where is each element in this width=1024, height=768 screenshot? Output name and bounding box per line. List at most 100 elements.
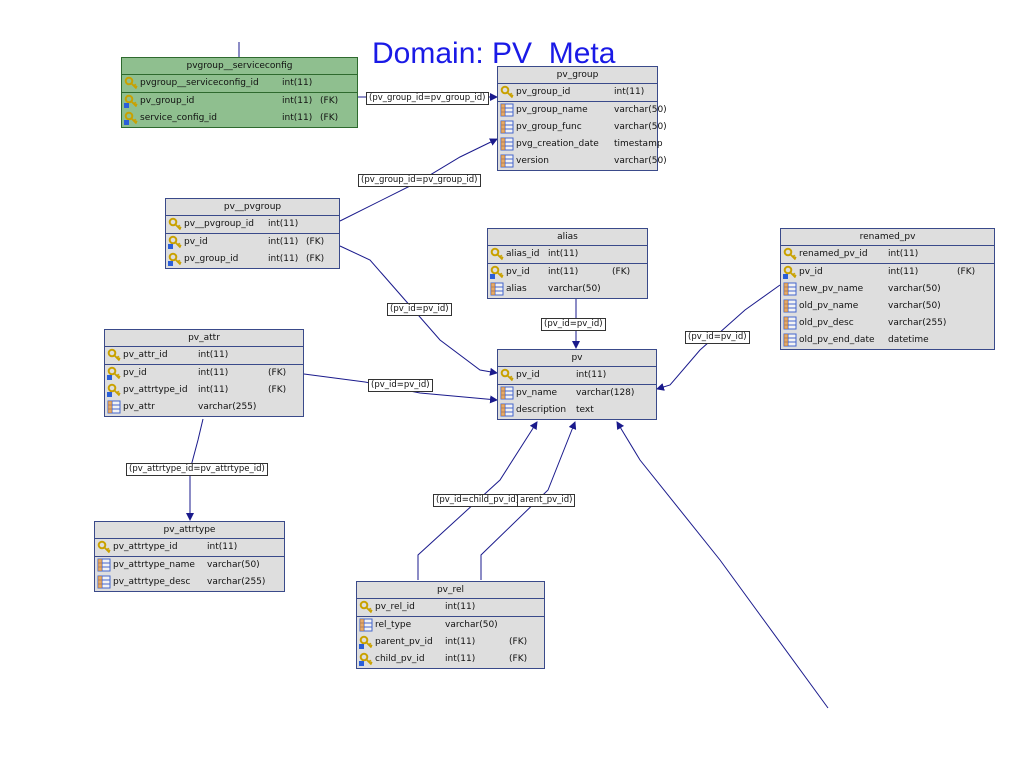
- columns-section: pv_group_id int(11) (FK) service_config_…: [122, 93, 357, 127]
- table-pv[interactable]: pv pv_id int(11) pv_name varchar(128) de…: [497, 349, 657, 420]
- table-pv-pvgroup[interactable]: pv__pvgroup pv__pvgroup_id int(11) pv_id…: [165, 198, 340, 269]
- column-name: old_pv_end_date: [799, 335, 875, 345]
- table-row[interactable]: pv_group_id int(11): [498, 84, 657, 101]
- table-row[interactable]: pv_rel_id int(11): [357, 599, 544, 616]
- column-type: int(11): [282, 78, 313, 88]
- column-flag: (FK): [509, 654, 528, 664]
- table-row[interactable]: parent_pv_id int(11) (FK): [357, 634, 544, 651]
- column-flag: (FK): [268, 368, 287, 378]
- table-row[interactable]: renamed_pv_id int(11): [781, 246, 994, 263]
- column-name: pv_group_id: [140, 96, 195, 106]
- foreign-key-icon: [359, 652, 373, 666]
- table-row[interactable]: alias_id int(11): [488, 246, 647, 263]
- columns-section: pv_name varchar(128) description text: [498, 385, 656, 419]
- column-name: pv_attrtype_id: [113, 542, 178, 552]
- table-row[interactable]: rel_type varchar(50): [357, 617, 544, 634]
- column-name: pvg_creation_date: [516, 139, 599, 149]
- table-row[interactable]: service_config_id int(11) (FK): [122, 110, 357, 127]
- table-alias[interactable]: alias alias_id int(11) pv_id int(11) (FK…: [487, 228, 648, 299]
- table-row[interactable]: old_pv_end_date datetime: [781, 332, 994, 349]
- column-name: pv_attr_id: [123, 350, 168, 360]
- table-title: pv_group: [498, 67, 657, 84]
- column-name: new_pv_name: [799, 284, 864, 294]
- table-pvgroup-serviceconfig[interactable]: pvgroup__serviceconfig pvgroup__servicec…: [121, 57, 358, 128]
- column-type: varchar(50): [614, 122, 667, 132]
- column-name: pv_id: [516, 370, 540, 380]
- table-title: pv_attr: [105, 330, 303, 347]
- column-name: pv_rel_id: [375, 602, 415, 612]
- column-type: int(11): [268, 237, 299, 247]
- table-renamed-pv[interactable]: renamed_pv renamed_pv_id int(11) pv_id i…: [780, 228, 995, 350]
- key-icon: [168, 217, 182, 231]
- table-row[interactable]: pv_attrtype_desc varchar(255): [95, 574, 284, 591]
- column-type: int(11): [614, 87, 645, 97]
- connector-offpage: [616, 421, 829, 709]
- table-row[interactable]: pv_group_id int(11) (FK): [166, 251, 339, 268]
- table-row[interactable]: pv_group_func varchar(50): [498, 119, 667, 136]
- relation-label-serviceconfig-group[interactable]: (pv_group_id=pv_group_id): [366, 92, 489, 105]
- table-pv-attr[interactable]: pv_attr pv_attr_id int(11) pv_id int(11)…: [104, 329, 304, 417]
- column-type: int(11): [445, 654, 476, 664]
- table-title: pv_attrtype: [95, 522, 284, 539]
- table-row[interactable]: pv_attrtype_id int(11) (FK): [105, 382, 303, 399]
- column-type: datetime: [888, 335, 929, 345]
- primary-key-section: pv__pvgroup_id int(11): [166, 216, 339, 234]
- relation-label-rel-parent[interactable]: arent_pv_id): [517, 494, 576, 507]
- table-row[interactable]: pv_id int(11) (FK): [781, 264, 994, 281]
- foreign-key-icon: [359, 635, 373, 649]
- column-flag: (FK): [268, 385, 287, 395]
- table-row[interactable]: old_pv_desc varchar(255): [781, 315, 994, 332]
- table-row[interactable]: pv_attr_id int(11): [105, 347, 303, 364]
- table-row[interactable]: pv_id int(11) (FK): [166, 234, 339, 251]
- column-type: varchar(50): [445, 620, 498, 630]
- diagram-title: Domain: PV_Meta: [372, 37, 616, 70]
- column-type: varchar(255): [888, 318, 947, 328]
- table-row[interactable]: pv_id int(11) (FK): [488, 264, 647, 281]
- column-name: alias: [506, 284, 527, 294]
- table-pv-rel[interactable]: pv_rel pv_rel_id int(11) rel_type varcha…: [356, 581, 545, 669]
- relation-label-pvgroup-group[interactable]: (pv_group_id=pv_group_id): [358, 174, 481, 187]
- table-row[interactable]: alias varchar(50): [488, 281, 647, 298]
- columns-section: pv_group_name varchar(50) pv_group_func …: [498, 102, 667, 170]
- table-row[interactable]: description text: [498, 402, 656, 419]
- table-row[interactable]: pv_group_id int(11) (FK): [122, 93, 357, 110]
- table-row[interactable]: pv_attrtype_name varchar(50): [95, 557, 284, 574]
- relation-label-attr-pv[interactable]: (pv_id=pv_id): [368, 379, 433, 392]
- column-icon: [783, 282, 797, 296]
- column-name: pv_group_id: [516, 87, 571, 97]
- relation-label-renamed-pv[interactable]: (pv_id=pv_id): [685, 331, 750, 344]
- table-pv-attrtype[interactable]: pv_attrtype pv_attrtype_id int(11) pv_at…: [94, 521, 285, 592]
- column-icon: [500, 386, 514, 400]
- key-icon: [500, 368, 514, 382]
- table-row[interactable]: pvg_creation_date timestamp: [498, 136, 663, 153]
- foreign-key-icon: [107, 383, 121, 397]
- table-row[interactable]: pv_group_name varchar(50): [498, 102, 667, 119]
- table-row[interactable]: pv_attr varchar(255): [105, 399, 303, 416]
- columns-section: pv_id int(11) (FK) pv_group_id int(11) (…: [166, 234, 339, 268]
- table-row[interactable]: old_pv_name varchar(50): [781, 298, 994, 315]
- column-name: pv_attr: [123, 402, 155, 412]
- table-row[interactable]: version varchar(50): [498, 153, 667, 170]
- column-type: int(11): [268, 219, 299, 229]
- table-pv-group[interactable]: pv_group pv_group_id int(11) pv_group_na…: [497, 66, 667, 171]
- relation-label-attr-attrtype[interactable]: (pv_attrtype_id=pv_attrtype_id): [126, 463, 268, 476]
- table-row[interactable]: pv_id int(11) (FK): [105, 365, 303, 382]
- table-row[interactable]: pv_name varchar(128): [498, 385, 656, 402]
- table-row[interactable]: pv_attrtype_id int(11): [95, 539, 284, 556]
- table-row[interactable]: child_pv_id int(11) (FK): [357, 651, 544, 668]
- column-type: int(11): [576, 370, 607, 380]
- column-icon: [783, 316, 797, 330]
- column-name: pv_id: [123, 368, 147, 378]
- relation-label-pvgroup-pv[interactable]: (pv_id=pv_id): [387, 303, 452, 316]
- connector-renamed-pv: [656, 284, 781, 391]
- column-name: pv_attrtype_desc: [113, 577, 191, 587]
- table-title: alias: [488, 229, 647, 246]
- table-row[interactable]: pvgroup__serviceconfig_id int(11): [122, 75, 357, 92]
- relation-label-rel-child[interactable]: (pv_id=child_pv_id): [433, 494, 523, 507]
- column-type: varchar(255): [207, 577, 266, 587]
- table-row[interactable]: pv__pvgroup_id int(11): [166, 216, 339, 233]
- table-row[interactable]: new_pv_name varchar(50): [781, 281, 994, 298]
- relation-label-alias-pv[interactable]: (pv_id=pv_id): [541, 318, 606, 331]
- table-row[interactable]: pv_id int(11): [498, 367, 656, 384]
